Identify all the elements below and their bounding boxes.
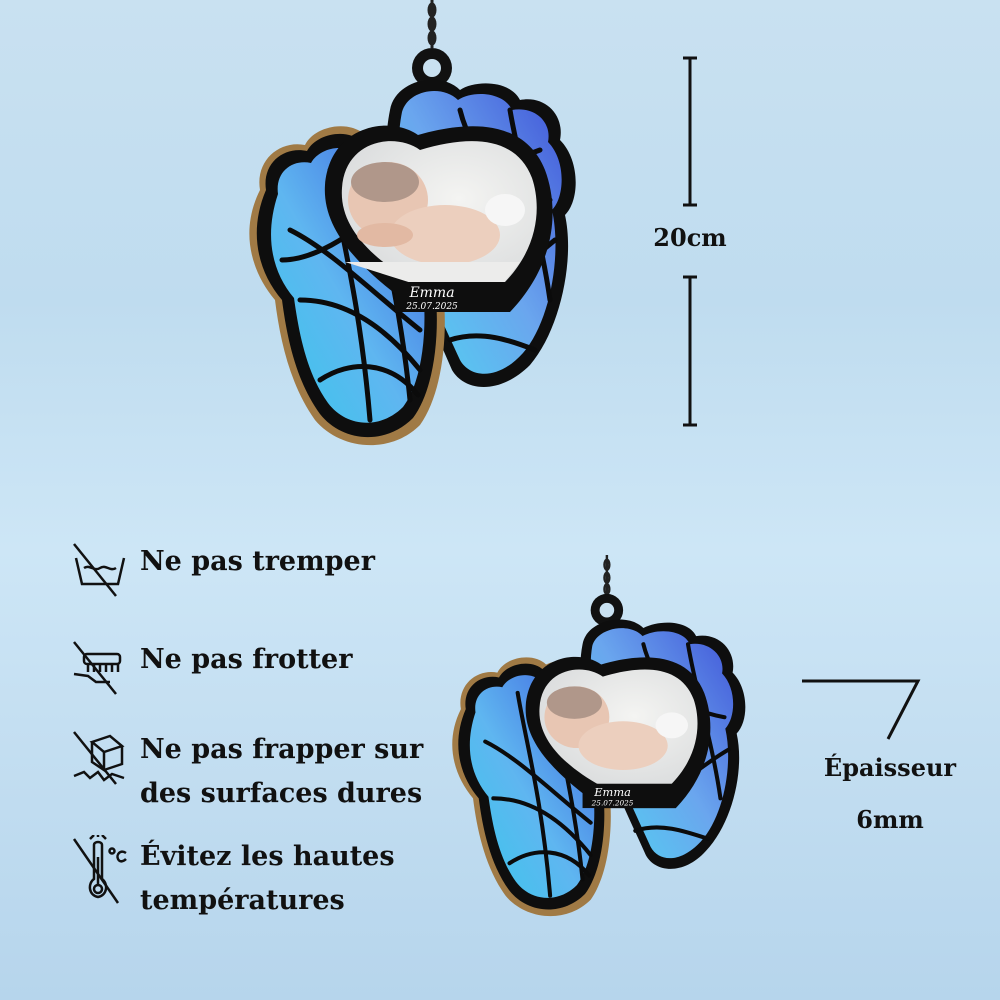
care-text-line: Évitez les hautes [140,841,395,872]
height-dimension: 20cm [640,55,740,430]
no-scrub-icon [70,638,128,696]
no-soak-icon [70,540,128,598]
no-impact-icon [70,728,128,786]
care-item-no-scrub: Ne pas frotter [70,638,352,696]
care-text-line: températures [140,885,345,916]
ornament-small: Emma 25.07.2025 [450,555,780,920]
baby-photo [345,162,525,285]
ornament-date: 25.07.2025 [405,302,458,312]
height-label: 20cm [653,223,727,252]
care-text-line: Ne pas tremper [140,546,375,577]
thickness-dimension: Épaisseur 6mm [800,675,990,855]
ornament-name: Emma [408,285,454,301]
thickness-label: Épaisseur [823,753,957,782]
ornament-date-small: 25.07.2025 [591,799,634,808]
ornament-name-small: Emma [593,785,631,799]
care-item-no-heat: Évitez les hautes températures [70,834,395,923]
care-item-no-impact: Ne pas frapper sur des surfaces dures [70,728,423,816]
care-item-no-soak: Ne pas tremper [70,540,375,598]
thickness-value: 6mm [856,805,924,834]
care-text-line: Ne pas frapper sur [140,734,424,765]
care-text-line: Ne pas frotter [140,644,353,675]
chain [427,0,437,48]
ornament-large: Emma 25.07.2025 [220,0,620,450]
no-heat-icon [70,834,128,904]
care-text-line: des surfaces dures [140,778,423,809]
